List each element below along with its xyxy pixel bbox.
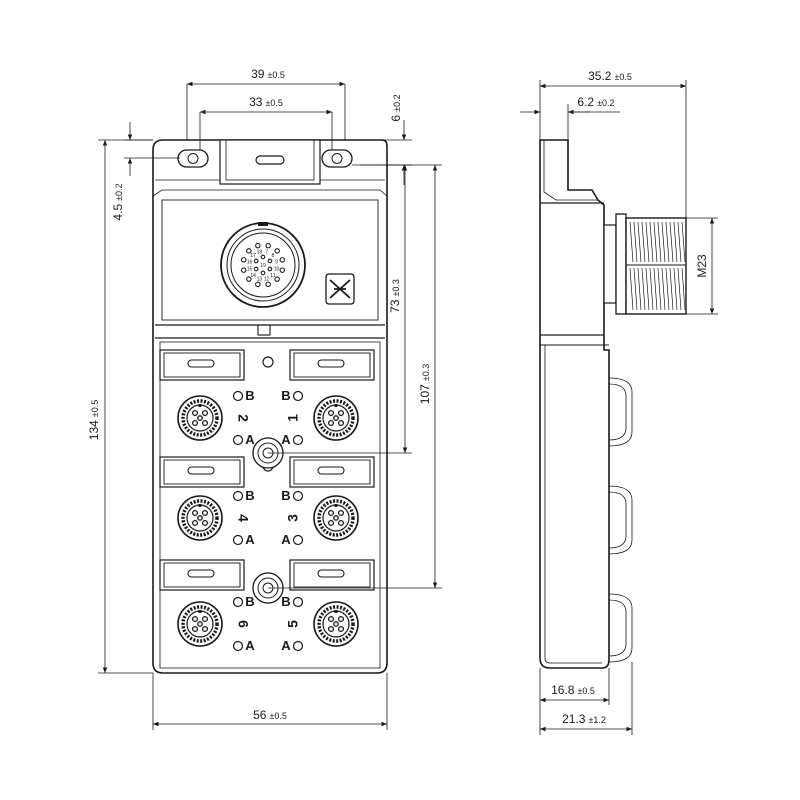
m12-socket-icon	[176, 600, 224, 648]
led-label-a: A	[245, 532, 255, 547]
port-number-label: 4	[235, 514, 251, 522]
m23-pin-label: 13	[257, 277, 263, 283]
dim-4-5-label: 4.5±0.2	[111, 183, 125, 220]
m23-pin-label: 18	[257, 249, 263, 255]
m23-pin-icon	[265, 281, 271, 288]
port-number-label: 6	[235, 620, 251, 628]
led-indicator-icon	[292, 390, 304, 402]
m23-pin-icon	[246, 276, 252, 282]
m23-connector-side	[603, 213, 687, 315]
dim-6-2-label: 6.2±0.2	[577, 95, 614, 109]
led-indicator-icon	[232, 390, 244, 402]
led-label-b: B	[245, 594, 254, 609]
led-indicator-icon	[292, 534, 304, 546]
m23-pin-icon	[260, 270, 266, 276]
led-indicator-icon	[232, 490, 244, 502]
m23-pin-icon	[267, 258, 273, 264]
m23-pin-icon	[253, 258, 259, 264]
m23-pin-label: 11	[270, 273, 275, 279]
m23-pin-icon	[260, 254, 266, 260]
m23-pin-label: 9	[275, 259, 278, 265]
m23-pin-icon	[279, 257, 286, 263]
led-label-b: B	[245, 388, 254, 403]
dim-6-label: 6±0.2	[389, 94, 403, 121]
port-number-label: 3	[285, 514, 301, 522]
dim-35-2-label: 35.2±0.5	[588, 69, 632, 83]
m23-pin-icon	[246, 248, 252, 254]
logo-icon	[325, 273, 355, 305]
dimension-labels: 39±0.5 33±0.5 6±0.2 4.5±0.2 134±0.5 73±0…	[87, 67, 709, 726]
m12-socket-icon	[312, 600, 360, 648]
m12-socket-icon	[312, 394, 360, 442]
m23-pin-label: 19	[260, 263, 266, 269]
m23-pin-label: 17	[250, 253, 256, 259]
m23-pin-label: 12	[264, 277, 270, 283]
m23-pin-label: 15	[247, 267, 253, 273]
m12-socket-icon	[312, 494, 360, 542]
m23-pin-icon	[255, 281, 261, 288]
dimensions	[98, 80, 718, 735]
m12-socket-icon	[176, 494, 224, 542]
dim-39-label: 39±0.5	[251, 67, 285, 81]
led-indicator-icon	[232, 534, 244, 546]
dim-16-8-label: 16.8±0.5	[551, 683, 595, 697]
m23-pin-icon	[279, 267, 286, 273]
side-view	[539, 139, 687, 669]
m23-pin-label: 10	[274, 267, 280, 273]
m23-pin-icon	[255, 242, 261, 249]
dim-33-label: 33±0.5	[249, 95, 283, 109]
dim-107-label: 107±0.3	[418, 364, 432, 404]
led-label-b: B	[281, 594, 290, 609]
led-label-a: A	[281, 432, 291, 447]
dim-21-3-label: 21.3±1.2	[562, 712, 606, 726]
port-number-label: 1	[285, 414, 301, 422]
port-number-label: 5	[285, 620, 301, 628]
led-indicator-icon	[232, 434, 244, 446]
led-label-a: A	[245, 432, 255, 447]
dim-134-label: 134±0.5	[87, 400, 101, 440]
m23-pin-icon	[265, 242, 271, 249]
led-indicator-icon	[292, 490, 304, 502]
m23-pin-label: 14	[250, 273, 256, 279]
dim-73-label: 73±0.3	[388, 279, 402, 313]
m12-socket-icon	[176, 394, 224, 442]
dim-m23-label: M23	[695, 254, 709, 278]
led-indicator-icon	[292, 640, 304, 652]
led-label-b: B	[281, 388, 290, 403]
led-indicator-icon	[292, 434, 304, 446]
m23-pin-label: 16	[247, 259, 253, 265]
m23-pin-icon	[274, 248, 280, 254]
m23-pin-icon	[240, 267, 247, 273]
m23-pin-label: 7	[265, 249, 268, 255]
led-label-a: A	[281, 638, 291, 653]
m23-pin-label: 8	[272, 253, 275, 259]
led-label-a: A	[281, 532, 291, 547]
led-label-b: B	[281, 488, 290, 503]
led-indicator-icon	[292, 596, 304, 608]
m23-pin-icon	[253, 266, 259, 272]
led-indicator-icon	[232, 596, 244, 608]
m23-pin-icon	[274, 276, 280, 282]
led-indicator-icon	[232, 640, 244, 652]
port-number-label: 2	[235, 414, 251, 422]
m23-pin-icon	[267, 266, 273, 272]
m23-pin-icon	[240, 257, 247, 263]
led-label-a: A	[245, 638, 255, 653]
dim-56-label: 56±0.5	[253, 708, 287, 722]
led-label-b: B	[245, 488, 254, 503]
